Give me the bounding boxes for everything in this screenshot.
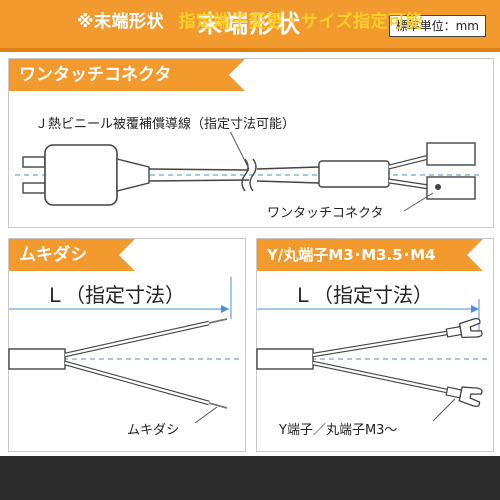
wire-top-inner — [64, 321, 210, 357]
wire-sleeve — [318, 160, 390, 188]
terminal-diagram — [256, 299, 487, 422]
plug-body — [44, 144, 118, 206]
connector-diagram — [15, 128, 483, 212]
wire-top-edge — [148, 168, 250, 171]
wire-label-leader — [228, 128, 250, 170]
dimension-label: Ｌ（指定寸法） — [45, 283, 185, 307]
page-title: 末端形状 — [198, 10, 302, 38]
bare-end-leader — [194, 406, 218, 424]
wire-top-inner — [312, 331, 448, 357]
strain-relief — [116, 158, 150, 192]
terminal-panel-title: Y/丸端子M3･M3.5･M4 — [257, 239, 483, 271]
plug-prong-top — [22, 156, 46, 168]
cable-sheath — [256, 348, 314, 370]
bare-end-panel-title: ムキダシ — [9, 239, 135, 271]
wire-bottom-inner — [64, 361, 210, 405]
y-terminal-bottom — [445, 386, 483, 408]
connector-label-leader — [403, 192, 434, 212]
cable-sheath — [8, 348, 66, 370]
y-terminal-top — [445, 317, 483, 339]
bare-end-panel: ムキダシ Ｌ（指定寸法） ムキダシ — [8, 238, 246, 452]
wire-top-edge-2 — [256, 166, 320, 170]
connector-end-label: ワンタッチコネクタ — [267, 202, 384, 221]
connector-dot — [435, 184, 441, 190]
wire-bottom-bare — [208, 402, 228, 409]
connector-panel: ワンタッチコネクタ Ｊ熱ビニール被覆補償導線（指定寸法可能） ワンタッ — [8, 58, 494, 228]
footer-note: ※末端形状 指定端子変更・サイズ指定可能 — [0, 0, 500, 44]
wire-bottom-edge-2 — [256, 180, 320, 184]
connector-panel-title: ワンタッチコネクタ — [9, 59, 245, 91]
wire-break-mark-left — [241, 158, 249, 192]
wire-bottom-inner — [312, 361, 448, 393]
footer-band — [0, 456, 500, 500]
terminal-leader — [432, 398, 456, 422]
dimension-arrow-head — [471, 305, 479, 313]
connector-bottom — [426, 176, 476, 200]
bare-end-label: ムキダシ — [127, 419, 180, 438]
lead-bottom-inner — [388, 179, 430, 189]
footer-prefix: ※末端形状 — [77, 12, 165, 32]
unit-label: 標準単位：mm — [388, 15, 486, 37]
wire-top-bare — [208, 318, 228, 324]
plug-prong-bottom — [22, 182, 46, 194]
connector-top — [426, 142, 476, 166]
dimension-arrow-head — [221, 305, 229, 313]
terminal-end-label: Y端子／丸端子M3～ — [279, 419, 398, 438]
bare-end-diagram — [8, 277, 239, 424]
dimension-label: Ｌ（指定寸法） — [293, 283, 433, 307]
lead-top-inner — [388, 155, 430, 169]
terminal-panel: Y/丸端子M3･M3.5･M4 Ｌ（指定寸法） Y端子／丸端子M3～ — [256, 238, 494, 452]
wire-label: Ｊ熱ビニール被覆補償導線（指定寸法可能） — [35, 113, 296, 132]
wire-bottom-edge — [148, 179, 250, 182]
wire-break-mark-right — [249, 158, 257, 192]
footer-highlight: 指定端子変更・サイズ指定可能 — [178, 12, 423, 32]
